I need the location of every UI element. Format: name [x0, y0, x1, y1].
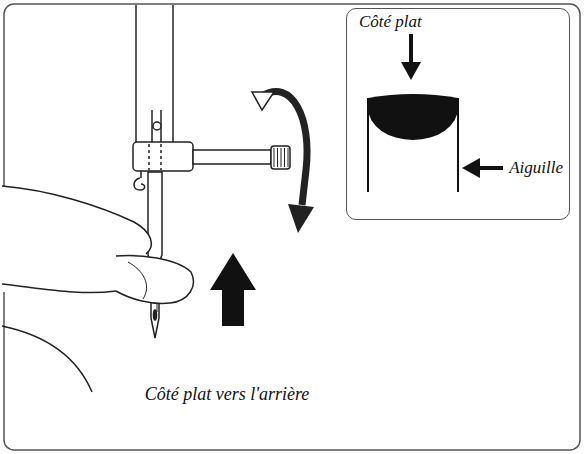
- needle-bar: [136, 5, 173, 143]
- needle-label: Aiguille: [509, 159, 563, 178]
- hand: [0, 186, 193, 392]
- turn-arrow: [252, 92, 314, 233]
- needle: [148, 172, 162, 338]
- clamp-screw: [193, 146, 290, 169]
- caption: Côté plat vers l'arrière: [145, 384, 310, 405]
- push-arrow: [210, 253, 256, 326]
- needle-clamp: [133, 142, 193, 190]
- inset-needle-section: [368, 34, 503, 192]
- side-label: Côté plat: [359, 13, 422, 32]
- inset-box: Côté platAiguille: [346, 8, 570, 220]
